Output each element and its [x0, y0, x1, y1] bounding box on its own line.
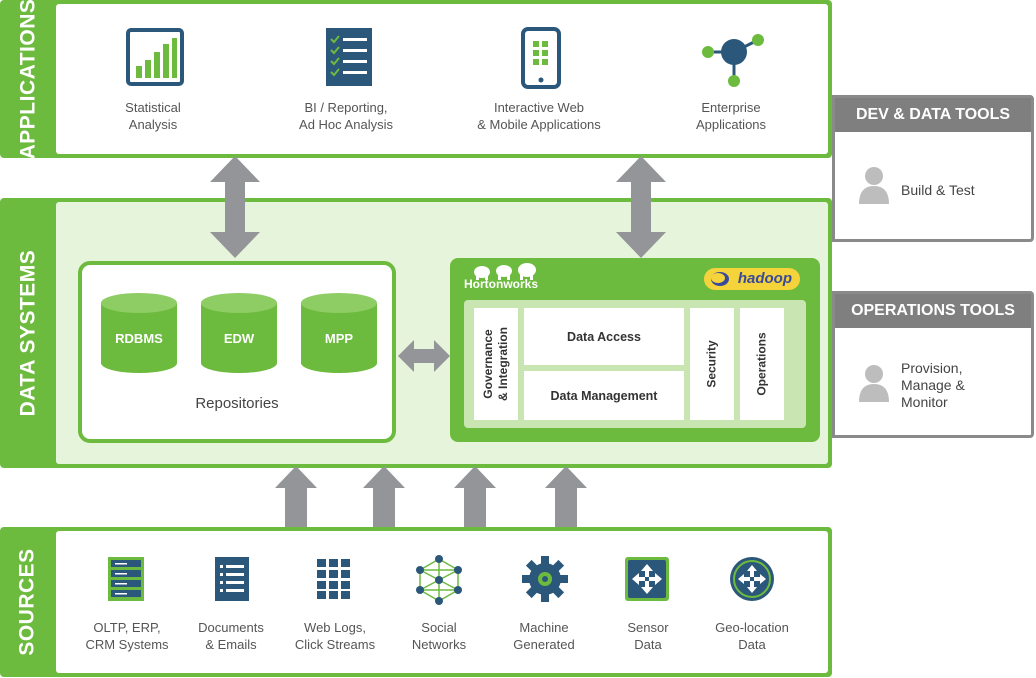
source-oltp-erp-crm: OLTP, ERP,CRM Systems: [85, 620, 169, 652]
hortonworks-logo: Hortonworks: [464, 277, 539, 291]
document-icon: [215, 557, 249, 601]
app-statistical-analysis: Statistical Analysis: [125, 100, 181, 132]
data-systems-title: DATA SYSTEMS: [16, 249, 39, 417]
governance-integration-cell: Governance & Integration: [474, 308, 518, 420]
social-network-icon: [416, 555, 462, 605]
network-node-icon: [702, 34, 764, 87]
data-access-cell: Data Access: [524, 308, 684, 365]
up-arrow: [454, 466, 496, 530]
hadoop-components: Governance & Integration Data Access Dat…: [464, 300, 806, 428]
grid-icon: [317, 559, 350, 599]
edw-cylinder: EDW: [201, 293, 277, 373]
operations-tools-title: OPERATIONS TOOLS: [835, 294, 1031, 328]
sensor-icon: [625, 557, 669, 601]
repositories-label: Repositories: [195, 395, 279, 412]
data-management-cell: Data Management: [524, 371, 684, 420]
hadoop-logo: hadoop: [704, 268, 800, 290]
double-arrow-vertical: [616, 156, 666, 258]
dev-data-tools-title: DEV & DATA TOOLS: [835, 98, 1031, 132]
source-documents-emails: Documents& Emails: [198, 620, 264, 652]
operations-tools-panel: OPERATIONS TOOLS Provision, Manage & Mon…: [832, 291, 1034, 438]
server-icon: [108, 557, 144, 601]
mobile-phone-icon: [521, 27, 561, 89]
bar-chart-icon: [126, 28, 184, 86]
up-arrow: [363, 466, 405, 530]
gear-icon: [522, 556, 568, 602]
hadoop-elephant-icon: [711, 272, 729, 286]
hortonworks-platform: Hortonworks hadoop Governance & Integrat…: [450, 258, 820, 442]
checklist-icon: [326, 28, 372, 86]
mpp-cylinder: MPP: [301, 293, 377, 373]
sources-title: SOURCES: [16, 548, 40, 656]
app-interactive-web: Interactive Web & Mobile Applications: [477, 100, 601, 132]
sources-layer: SOURCES: [0, 527, 832, 677]
double-arrow-horizontal: [398, 340, 450, 372]
repositories-box: RDBMS EDW MPP Repositories: [78, 261, 396, 443]
app-enterprise: Enterprise Applications: [695, 100, 767, 132]
applications-panel: [56, 4, 828, 154]
rdbms-cylinder: RDBMS: [101, 293, 177, 373]
elephant-icon: [474, 263, 536, 280]
person-icon: [859, 365, 889, 402]
person-icon: [859, 167, 889, 204]
up-arrow: [545, 466, 587, 530]
geolocation-icon: [730, 557, 774, 601]
dev-data-tools-panel: DEV & DATA TOOLS Build & Test: [832, 95, 1034, 242]
double-arrow-vertical: [210, 156, 260, 258]
operations-tools-text: Provision, Manage & Monitor: [901, 360, 965, 410]
operations-cell: Operations: [740, 308, 784, 420]
applications-title: APPLICATIONS: [16, 0, 40, 160]
security-cell: Security: [690, 308, 734, 420]
dev-tools-text: Build & Test: [901, 182, 975, 198]
up-arrow: [275, 466, 317, 530]
app-bi-reporting: BI / Reporting, Ad Hoc Analysis: [299, 100, 393, 132]
source-web-logs: Web Logs,Click Streams: [294, 620, 376, 652]
applications-layer: APPLICATIONS: [0, 0, 832, 160]
